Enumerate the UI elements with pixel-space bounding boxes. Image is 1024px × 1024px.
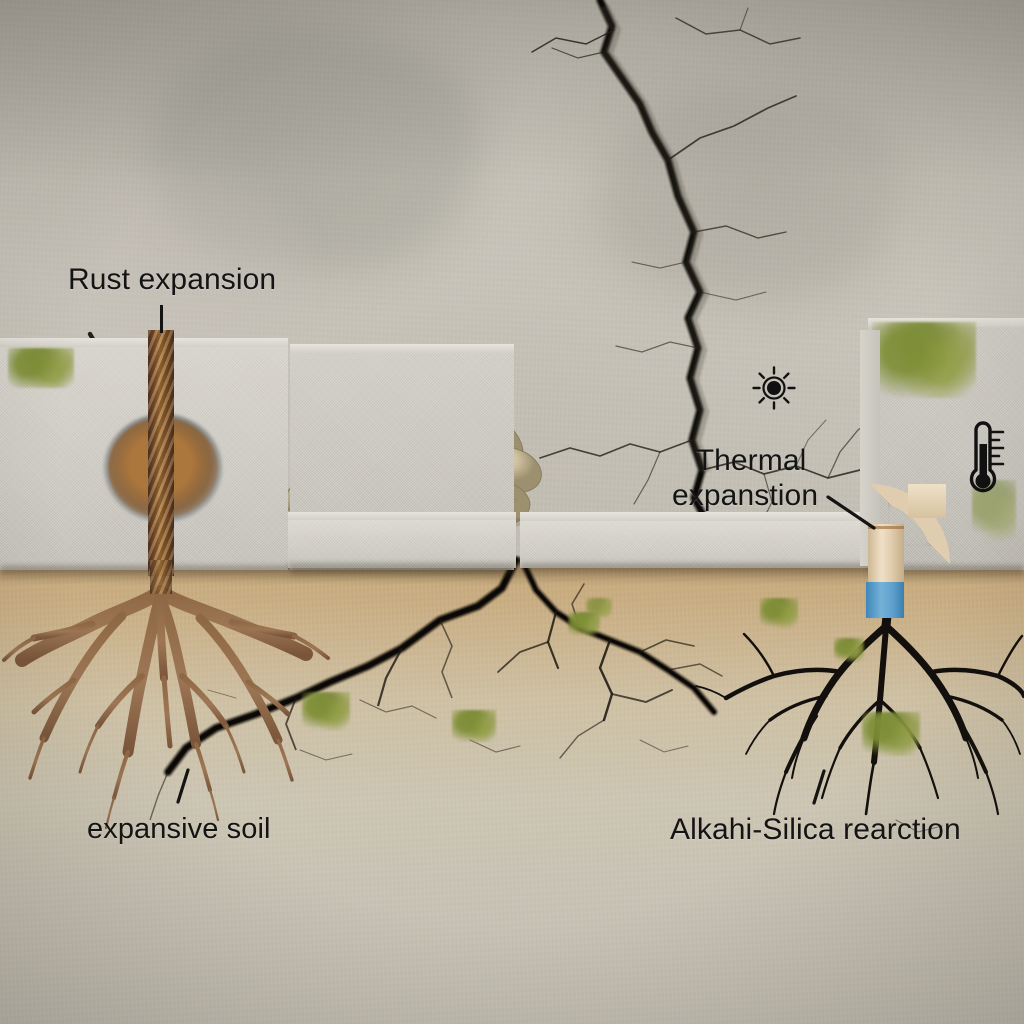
sun-icon: [752, 366, 796, 410]
slab-top-edge: [520, 512, 872, 521]
pipe-blue-sleeve: [866, 582, 904, 618]
wall-blotch: [150, 30, 480, 270]
soil-ground: [0, 560, 1024, 1024]
slab-speckle-texture: [288, 512, 516, 568]
label-thermal-expansion-line2: expanstion: [672, 479, 819, 513]
slab-ground-shadow: [288, 564, 516, 578]
block-ground-shadow: [290, 566, 514, 580]
slab-speckle-texture: [520, 512, 872, 568]
pipe-joint-band: [868, 526, 904, 529]
slab-ground-shadow: [520, 564, 872, 578]
slab-face: [288, 512, 516, 568]
block-top-edge: [868, 318, 1024, 327]
leader-line-rust-expansion: [160, 305, 163, 333]
aggregate-support-slab: [288, 512, 516, 578]
label-expansive-soil: expansive soil: [87, 813, 271, 845]
slab-face: [520, 512, 872, 568]
soil-texture-grain: [0, 560, 1024, 1024]
label-thermal-expansion: Thermal expanstion: [672, 443, 818, 514]
thermometer-icon: [963, 418, 1007, 500]
block-ground-shadow: [0, 566, 288, 580]
slab-top-edge: [288, 512, 516, 520]
thermal-expansion-slab: [520, 512, 872, 578]
block-top-edge: [0, 338, 288, 347]
wall-top-shading: [0, 0, 1024, 180]
label-thermal-expansion-line1: Thermal: [695, 444, 807, 477]
label-rust-expansion: Rust expansion: [68, 263, 277, 296]
label-alkali-silica-reaction: Alkahi-Silica rearction: [670, 813, 961, 846]
pipe-horizontal-run: [908, 484, 946, 518]
corroded-rebar: [148, 330, 174, 576]
corroded-rebar-stub: [150, 560, 172, 594]
block-ground-shadow: [868, 566, 1024, 580]
block-top-edge: [290, 344, 514, 353]
wall-block-left: [0, 338, 288, 580]
pipe-vertical-run: [868, 524, 904, 590]
